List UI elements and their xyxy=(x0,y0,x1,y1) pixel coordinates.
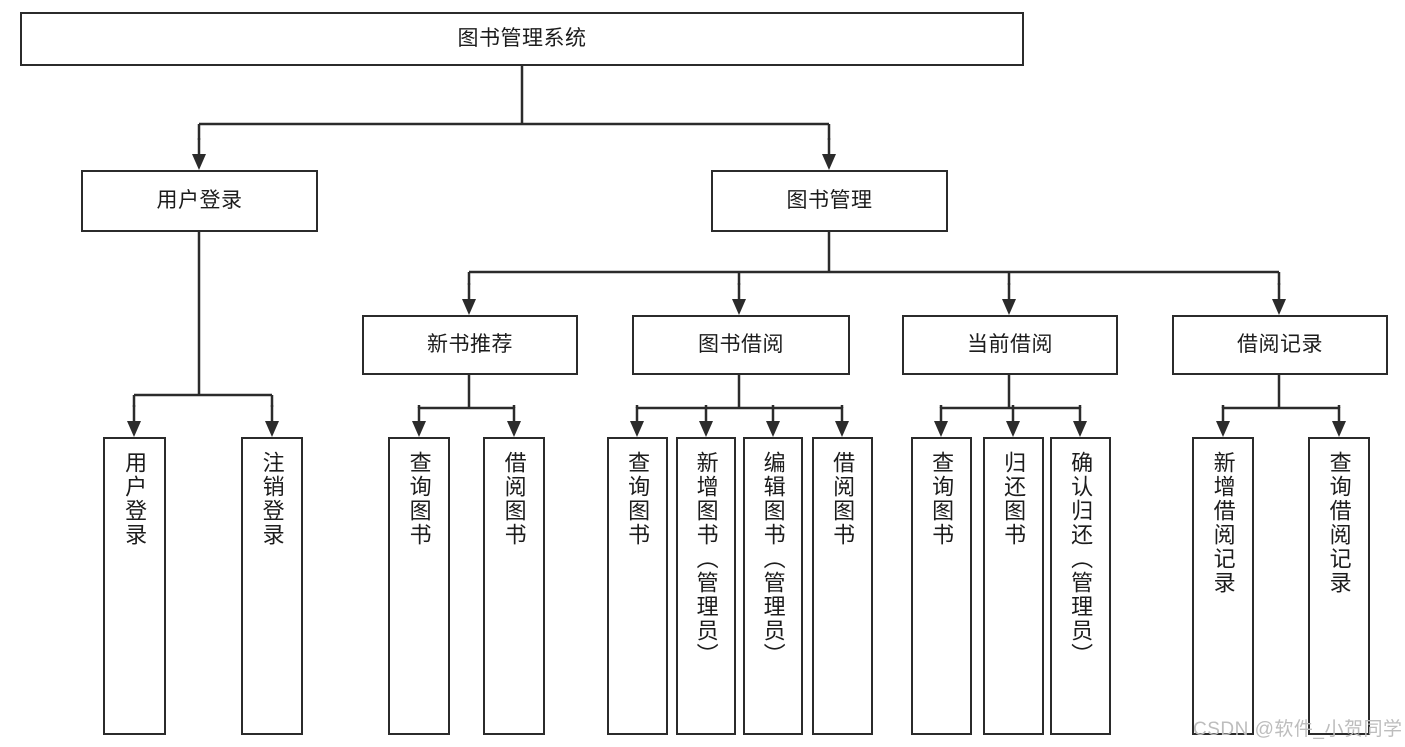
conn-currentborrow-to-leaves-arrow-2-head xyxy=(1073,421,1087,437)
node-label-leaf-query-book-3: 查询图书 xyxy=(929,451,955,547)
node-label-leaf-user-logout: 注销登录 xyxy=(259,451,285,547)
node-leaf-query-book-2[interactable]: 查询图书 xyxy=(607,437,668,735)
node-label-leaf-confirm-return: 确认归还（管理员） xyxy=(1068,451,1094,667)
conn-root-to-level2-arrow-0-head xyxy=(192,154,206,170)
conn-bookmanage-to-level3-arrow-0-head xyxy=(462,299,476,315)
node-label-book-manage: 图书管理 xyxy=(786,188,873,212)
node-label-leaf-borrow-book-2: 借阅图书 xyxy=(830,451,856,547)
node-borrow-record[interactable]: 借阅记录 xyxy=(1172,315,1388,375)
node-label-leaf-borrow-book-1: 借阅图书 xyxy=(501,451,527,547)
node-leaf-confirm-return[interactable]: 确认归还（管理员） xyxy=(1050,437,1111,735)
node-leaf-add-record[interactable]: 新增借阅记录 xyxy=(1192,437,1254,735)
conn-bookmanage-to-level3-arrow-2-head xyxy=(1002,299,1016,315)
node-leaf-borrow-book-2[interactable]: 借阅图书 xyxy=(812,437,873,735)
node-label-user-login: 用户登录 xyxy=(156,188,243,212)
conn-bookborrow-to-leaves-arrow-0-head xyxy=(630,421,644,437)
node-label-leaf-add-book: 新增图书（管理员） xyxy=(693,451,719,667)
conn-borrowrecord-to-leaves-arrow-1-head xyxy=(1332,421,1346,437)
node-label-new-book-recommend: 新书推荐 xyxy=(427,332,513,356)
node-user-login[interactable]: 用户登录 xyxy=(81,170,318,232)
node-leaf-query-book-3[interactable]: 查询图书 xyxy=(911,437,972,735)
conn-userlogin-to-leaves-arrow-1-head xyxy=(265,421,279,437)
node-new-book-recommend[interactable]: 新书推荐 xyxy=(362,315,578,375)
node-label-leaf-query-book-1: 查询图书 xyxy=(406,451,432,547)
node-label-current-borrow: 当前借阅 xyxy=(967,332,1053,356)
node-label-leaf-query-record: 查询借阅记录 xyxy=(1326,451,1352,595)
node-label-borrow-record: 借阅记录 xyxy=(1237,332,1323,356)
node-label-leaf-return-book: 归还图书 xyxy=(1001,451,1027,547)
node-label-leaf-query-book-2: 查询图书 xyxy=(625,451,651,547)
node-label-book-borrow: 图书借阅 xyxy=(698,332,784,356)
conn-bookborrow-to-leaves-arrow-1-head xyxy=(699,421,713,437)
node-book-borrow[interactable]: 图书借阅 xyxy=(632,315,850,375)
node-leaf-query-record[interactable]: 查询借阅记录 xyxy=(1308,437,1370,735)
node-label-leaf-user-login: 用户登录 xyxy=(122,451,148,547)
conn-currentborrow-to-leaves-arrow-0-head xyxy=(934,421,948,437)
node-label-leaf-add-record: 新增借阅记录 xyxy=(1210,451,1236,595)
conn-currentborrow-to-leaves-arrow-1-head xyxy=(1006,421,1020,437)
node-leaf-user-login[interactable]: 用户登录 xyxy=(103,437,166,735)
node-leaf-borrow-book-1[interactable]: 借阅图书 xyxy=(483,437,545,735)
conn-userlogin-to-leaves-arrow-0-head xyxy=(127,421,141,437)
node-leaf-edit-book[interactable]: 编辑图书（管理员） xyxy=(743,437,803,735)
node-current-borrow[interactable]: 当前借阅 xyxy=(902,315,1118,375)
conn-root-to-level2-arrow-1-head xyxy=(822,154,836,170)
conn-newbook-to-leaves-arrow-1-head xyxy=(507,421,521,437)
conn-bookborrow-to-leaves-arrow-2-head xyxy=(766,421,780,437)
node-root[interactable]: 图书管理系统 xyxy=(20,12,1024,66)
node-leaf-user-logout[interactable]: 注销登录 xyxy=(241,437,303,735)
node-label-root: 图书管理系统 xyxy=(457,26,587,50)
conn-bookborrow-to-leaves-arrow-3-head xyxy=(835,421,849,437)
node-leaf-add-book[interactable]: 新增图书（管理员） xyxy=(676,437,736,735)
node-book-manage[interactable]: 图书管理 xyxy=(711,170,948,232)
node-label-leaf-edit-book: 编辑图书（管理员） xyxy=(760,451,786,667)
conn-newbook-to-leaves-arrow-0-head xyxy=(412,421,426,437)
conn-bookmanage-to-level3-arrow-1-head xyxy=(732,299,746,315)
node-leaf-query-book-1[interactable]: 查询图书 xyxy=(388,437,450,735)
conn-bookmanage-to-level3-arrow-3-head xyxy=(1272,299,1286,315)
node-leaf-return-book[interactable]: 归还图书 xyxy=(983,437,1044,735)
conn-borrowrecord-to-leaves-arrow-0-head xyxy=(1216,421,1230,437)
